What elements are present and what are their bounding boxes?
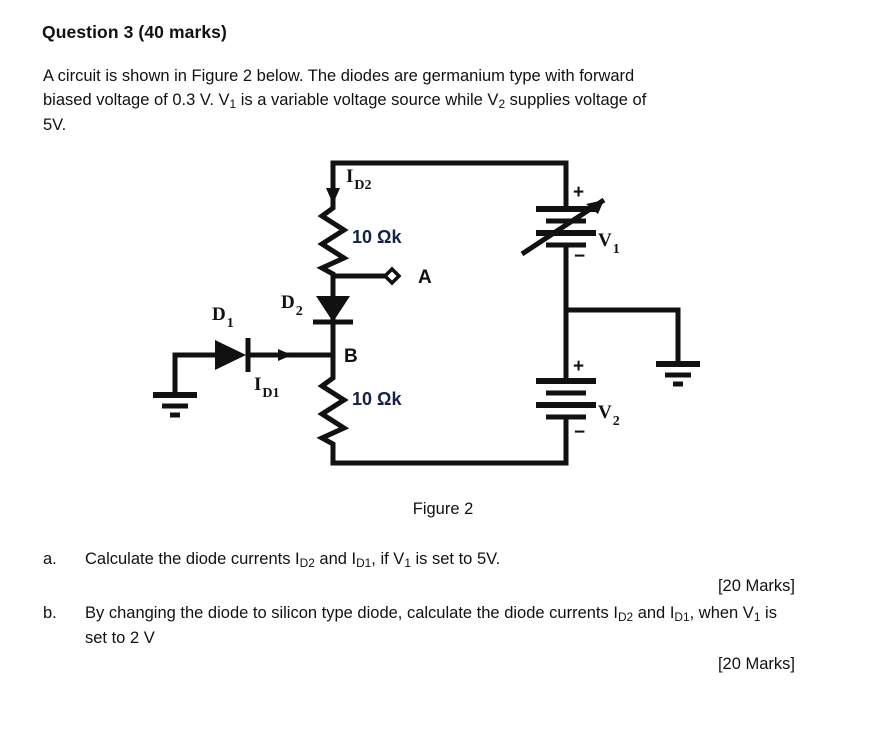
node-a-label: A: [418, 267, 432, 288]
part-b-text: By changing the diode to silicon type di…: [85, 604, 777, 647]
intro-line-2: biased voltage of 0.3 V. V1 is a variabl…: [43, 91, 647, 112]
current-d1-label: ID1: [254, 374, 280, 401]
current-arrow-d1: [260, 349, 292, 361]
voltage-source-v1-symbol: [520, 197, 606, 257]
part-b-marker: b.: [43, 604, 57, 622]
diode-d2-symbol: [313, 296, 353, 325]
part-a-marker: a.: [43, 550, 57, 568]
v1-label: V1: [598, 230, 620, 257]
circuit-figure: ID2 10 Ωk A D2 B: [0, 150, 886, 490]
page-title: Question 3 (40 marks): [42, 22, 227, 42]
v2-minus-sign: −: [574, 422, 585, 443]
intro-line-3: 5V.: [43, 116, 67, 134]
ground-symbol-left: [153, 392, 197, 418]
question-part-a: a. Calculate the diode currents ID2 and …: [43, 547, 803, 572]
v1-minus-sign: −: [574, 246, 585, 267]
resistor-bottom: [316, 371, 350, 453]
intro-line-1: A circuit is shown in Figure 2 below. Th…: [43, 67, 635, 85]
node-a-terminal: [382, 266, 402, 286]
current-arrow-d2: [326, 170, 340, 204]
v2-plus-sign: +: [573, 356, 584, 377]
part-a-text: Calculate the diode currents ID2 and ID1…: [85, 550, 501, 571]
figure-caption: Figure 2: [412, 500, 474, 518]
question-parts: a. Calculate the diode currents ID2 and …: [43, 547, 803, 679]
part-b-marks: [20 Marks]: [717, 655, 795, 673]
current-d2-label: ID2: [346, 166, 372, 193]
resistor-bottom-label: 10 Ωk: [352, 389, 402, 409]
wire-ground-branch: [563, 307, 681, 365]
diode-d1-label: D1: [212, 304, 234, 331]
v1-plus-sign: +: [573, 182, 584, 203]
part-a-marks: [20 Marks]: [717, 577, 795, 595]
question-part-b: b. By changing the diode to silicon type…: [43, 601, 803, 650]
voltage-source-v2-symbol: [536, 378, 596, 420]
diode-d1-symbol: [215, 338, 251, 372]
ground-symbol-right: [656, 361, 700, 387]
wire-d1-to-ground: [172, 352, 218, 396]
resistor-top-label: 10 Ωk: [352, 227, 402, 247]
node-b-label: B: [344, 346, 358, 367]
intro-paragraph: A circuit is shown in Figure 2 below. Th…: [43, 64, 803, 137]
v2-label: V2: [598, 402, 620, 429]
resistor-top: [316, 203, 350, 281]
diode-d2-label: D2: [281, 292, 303, 319]
